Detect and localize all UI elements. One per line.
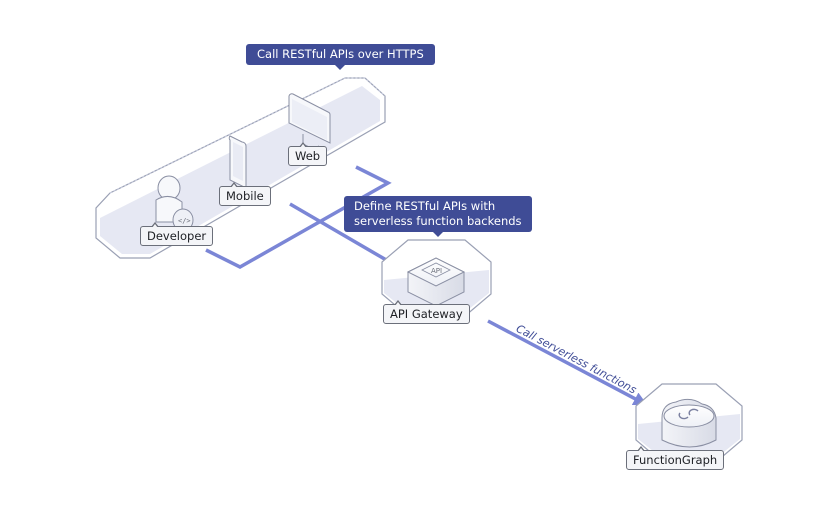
connection-arrows — [205, 165, 648, 406]
clients-callout-text: Call RESTful APIs over HTTPS — [257, 47, 424, 61]
developer-to-gateway-line — [205, 165, 392, 269]
mobile-to-gateway-arrow — [289, 202, 403, 270]
gateway-callout-line2: serverless function backends — [354, 214, 522, 228]
mobile-label: Mobile — [219, 182, 271, 206]
developer-label: Developer — [140, 222, 214, 246]
api-gateway-icon: API — [406, 257, 466, 307]
functiongraph-label: FunctionGraph — [626, 446, 725, 470]
developer-icon: </> — [155, 175, 194, 232]
api-icon-text: API — [431, 267, 442, 275]
mobile-icon — [228, 135, 247, 189]
web-icon — [288, 93, 331, 150]
link-icon — [678, 408, 699, 420]
gateway-to-function-arrow — [487, 319, 648, 406]
web-label: Web — [288, 142, 328, 166]
api-gateway-label: API Gateway — [383, 300, 470, 324]
functiongraph-icon — [661, 398, 717, 448]
gateway-callout-line1: Define RESTful APIs with — [354, 199, 496, 213]
svg-text:</>: </> — [178, 217, 191, 225]
clients-callout: Call RESTful APIs over HTTPS — [246, 44, 435, 70]
gateway-callout: Define RESTful APIs with serverless func… — [344, 196, 532, 237]
